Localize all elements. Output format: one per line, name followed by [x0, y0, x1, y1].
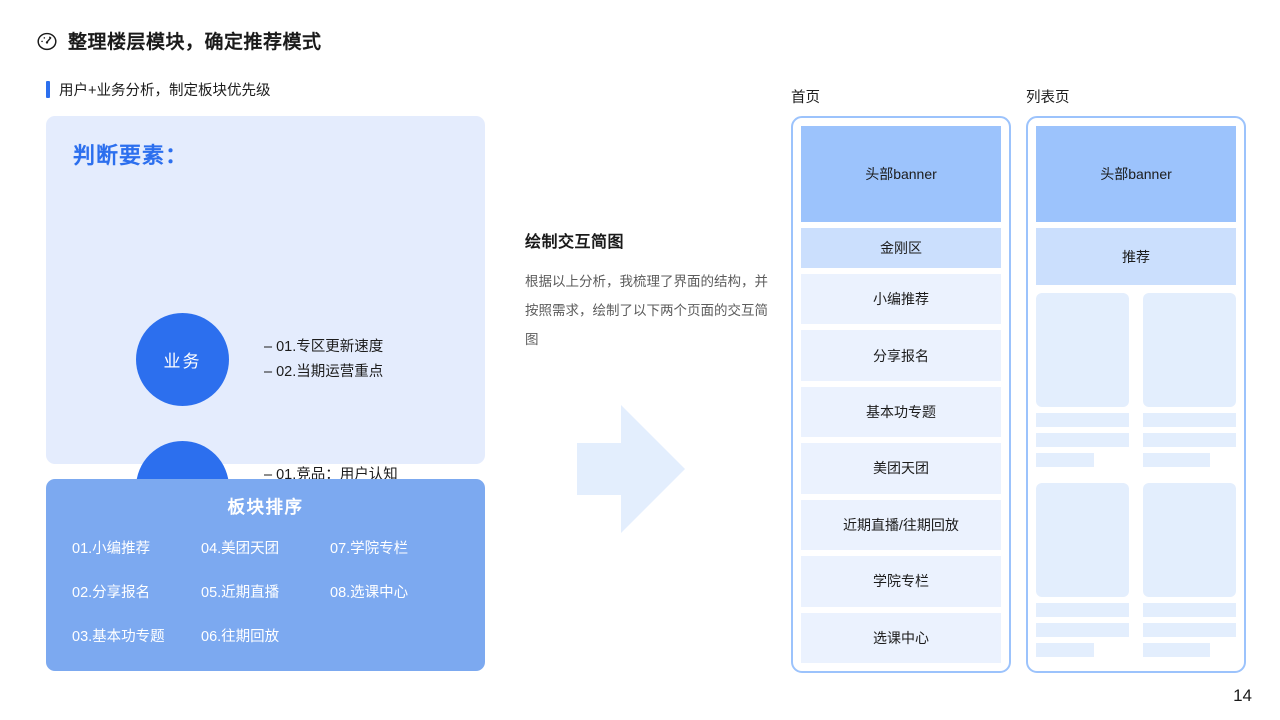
skeleton-thumbnail — [1143, 293, 1236, 407]
skeleton-row — [1036, 293, 1236, 467]
page-number: 14 — [1233, 686, 1252, 705]
list-recommend-row[interactable]: 推荐 — [1036, 228, 1236, 285]
home-row-meituan[interactable]: 美团天团 — [801, 443, 1001, 494]
right-arrow-icon — [577, 405, 685, 533]
skeleton-line — [1143, 603, 1236, 617]
subtitle-text: 用户+业务分析，制定板块优先级 — [59, 83, 271, 99]
skeleton-line — [1036, 623, 1129, 637]
phone-frame-home: 头部banner 金刚区 小编推荐 分享报名 基本功专题 美团天团 近期直播/往… — [791, 116, 1011, 673]
module-ordering-card: 板块排序 01.小编推荐 04.美团天团 07.学院专栏 02.分享报名 05.… — [46, 479, 485, 671]
middle-title: 绘制交互简图 — [525, 234, 625, 251]
order-card-title: 板块排序 — [227, 497, 304, 517]
mockup-label-home: 首页 — [791, 90, 820, 106]
home-row-xiaobian[interactable]: 小编推荐 — [801, 274, 1001, 325]
skeleton-thumbnail — [1143, 483, 1236, 597]
factor-circle-business: 业务 — [136, 313, 229, 406]
order-item: 03.基本功专题 — [72, 629, 165, 645]
order-item: 05.近期直播 — [201, 585, 280, 601]
list-banner[interactable]: 头部banner — [1036, 126, 1236, 222]
skeleton-card[interactable] — [1036, 483, 1129, 657]
slide-subtitle: 用户+业务分析，制定板块优先级 — [46, 79, 270, 100]
skeleton-card[interactable] — [1143, 483, 1236, 657]
factors-card-title: 判断要素： — [73, 143, 189, 168]
skeleton-line — [1143, 413, 1236, 427]
order-item: 08.选课中心 — [330, 585, 409, 601]
factor-line: – 01.专区更新速度 — [264, 338, 384, 355]
skeleton-line — [1143, 433, 1236, 447]
home-row-xuanke[interactable]: 选课中心 — [801, 612, 1001, 663]
skeleton-thumbnail — [1036, 293, 1129, 407]
skeleton-line — [1036, 643, 1094, 657]
skeleton-line — [1143, 453, 1210, 467]
skeleton-card[interactable] — [1036, 293, 1129, 467]
skeleton-thumbnail — [1036, 483, 1129, 597]
home-row-fenxiang[interactable]: 分享报名 — [801, 330, 1001, 381]
home-kingkong-row[interactable]: 金刚区 — [801, 228, 1001, 268]
list-card-grid — [1036, 291, 1236, 663]
order-item — [330, 625, 459, 646]
order-list: 01.小编推荐 04.美团天团 07.学院专栏 02.分享报名 05.近期直播 … — [46, 537, 485, 646]
judgment-factors-card: 判断要素： 业务 – 01.专区更新速度 – 02.当期运营重点 用户 – 01… — [46, 116, 485, 534]
skeleton-line — [1036, 433, 1129, 447]
order-item: 01.小编推荐 — [72, 541, 151, 557]
middle-description-block: 绘制交互简图 根据以上分析，我梳理了界面的结构，并按照需求，绘制了以下两个页面的… — [525, 228, 770, 354]
home-row-jibengong[interactable]: 基本功专题 — [801, 386, 1001, 438]
subtitle-accent-bar — [46, 81, 50, 98]
skeleton-line — [1143, 623, 1236, 637]
mockup-home: 首页 头部banner 金刚区 小编推荐 分享报名 基本功专题 美团天团 近期直… — [791, 86, 1011, 673]
skeleton-line — [1036, 413, 1129, 427]
mockup-list: 列表页 头部banner 推荐 — [1026, 86, 1246, 673]
order-item: 04.美团天团 — [201, 541, 280, 557]
skeleton-line — [1036, 603, 1129, 617]
phone-frame-list: 头部banner 推荐 — [1026, 116, 1246, 673]
skeleton-card[interactable] — [1143, 293, 1236, 467]
factor-line: – 01.竞品：用户认知 — [264, 466, 398, 483]
home-row-zhibo[interactable]: 近期直播/往期回放 — [801, 499, 1001, 551]
order-item: 06.往期回放 — [201, 629, 280, 645]
factor-group-business: 业务 – 01.专区更新速度 – 02.当期运营重点 — [136, 313, 383, 406]
skeleton-row — [1036, 483, 1236, 657]
factor-lines-business: – 01.专区更新速度 – 02.当期运营重点 — [264, 335, 383, 385]
order-item: 02.分享报名 — [72, 585, 151, 601]
page-title: 整理楼层模块，确定推荐模式 — [36, 27, 322, 54]
middle-paragraph: 根据以上分析，我梳理了界面的结构，并按照需求，绘制了以下两个页面的交互简图 — [525, 274, 768, 347]
gauge-icon — [37, 32, 57, 50]
skeleton-line — [1143, 643, 1210, 657]
order-item: 07.学院专栏 — [330, 541, 409, 557]
skeleton-line — [1036, 453, 1094, 467]
mockup-label-list: 列表页 — [1026, 90, 1070, 106]
home-banner[interactable]: 头部banner — [801, 126, 1001, 222]
home-row-xueyuan[interactable]: 学院专栏 — [801, 556, 1001, 607]
factor-line: – 02.当期运营重点 — [264, 363, 384, 380]
slide-title-text: 整理楼层模块，确定推荐模式 — [68, 32, 322, 53]
